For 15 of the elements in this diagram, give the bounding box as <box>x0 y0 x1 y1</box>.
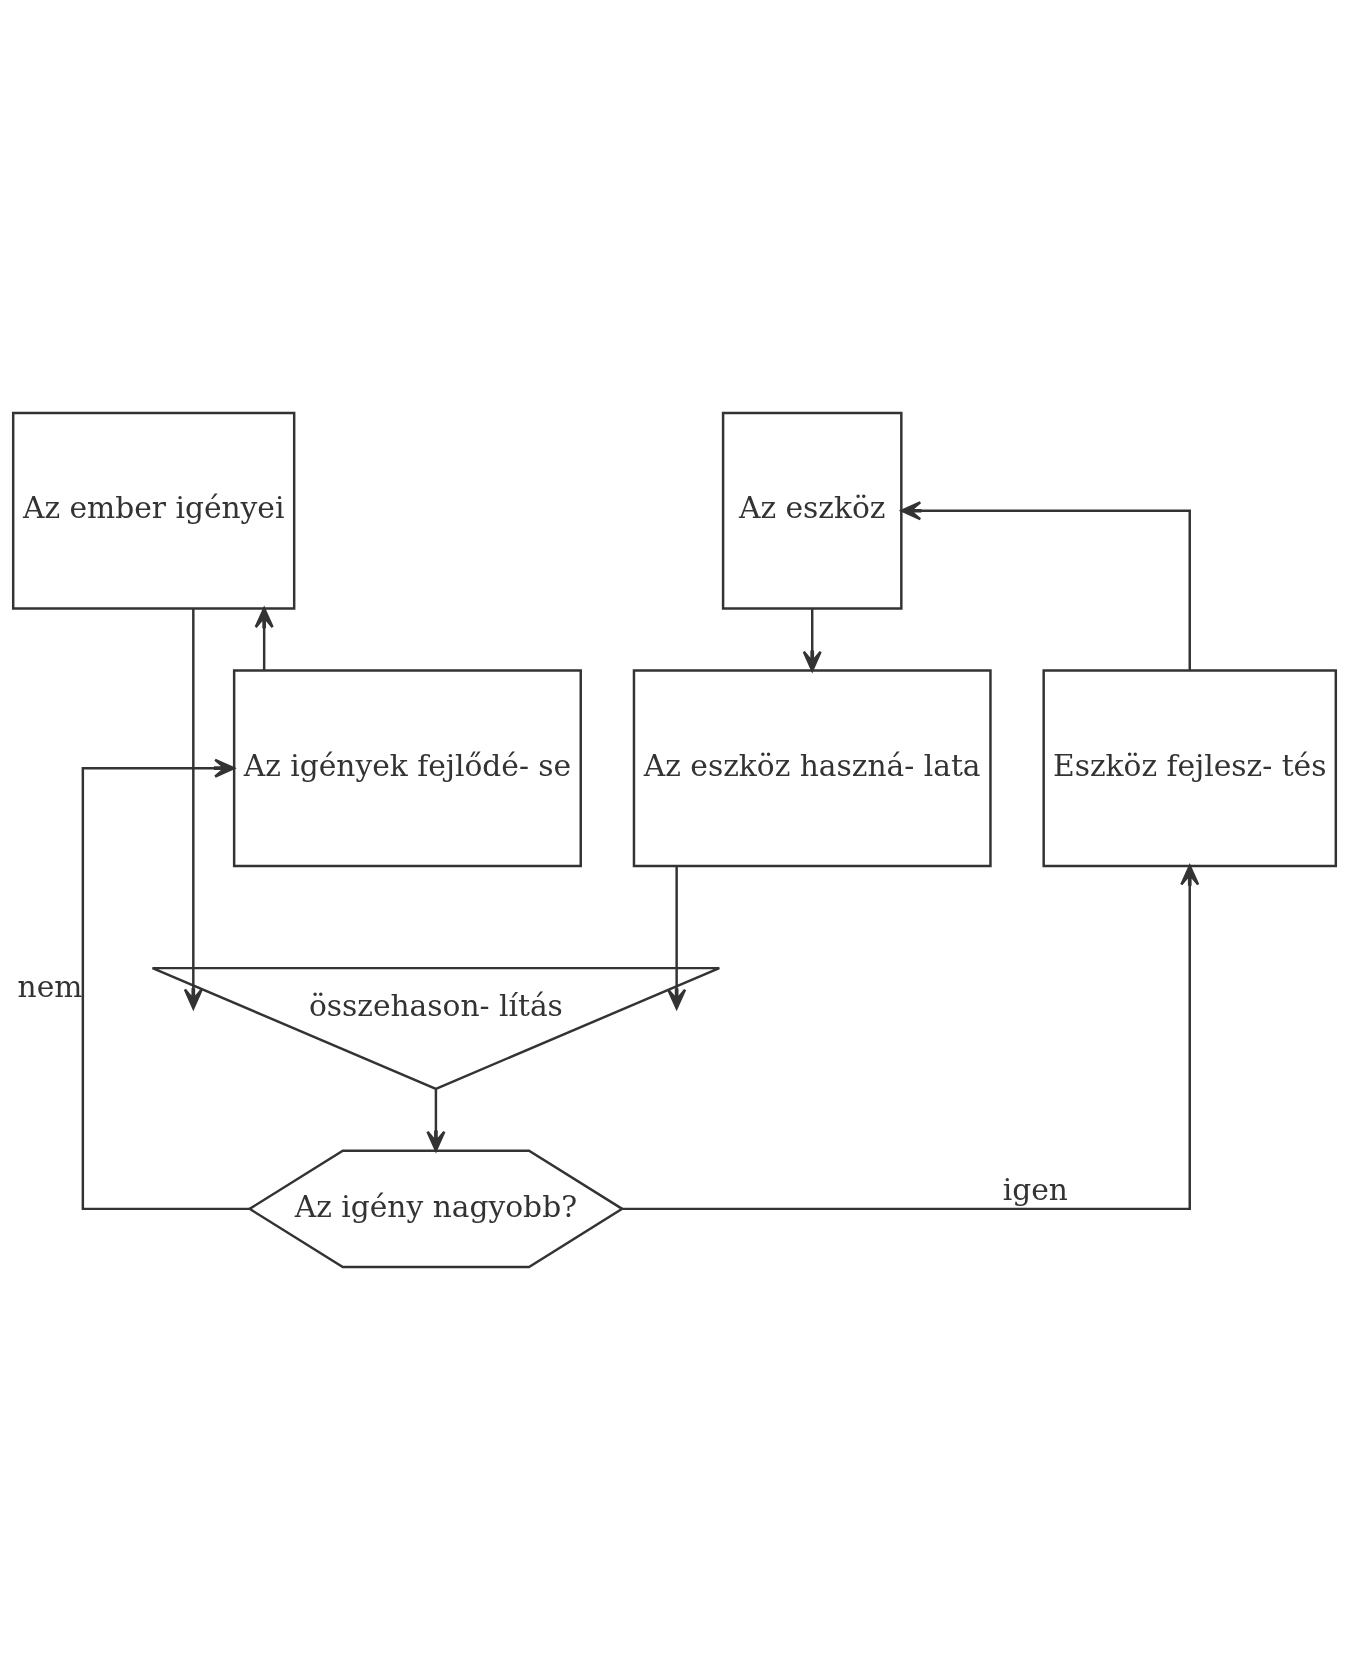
node-box: Az eszköz haszná- lata <box>632 668 992 867</box>
arrow <box>426 1088 446 1152</box>
arrow <box>622 864 1200 1210</box>
arrow <box>900 500 1191 670</box>
arrow <box>254 606 274 670</box>
edge-label: nem <box>17 968 83 1004</box>
node-box: Az ember igényei <box>11 411 296 610</box>
edge-label: igen <box>1002 1171 1068 1207</box>
node-box: Eszköz fejlesz- tés <box>1042 668 1338 867</box>
node-box: Az igények fejlődé- se <box>232 668 582 867</box>
node-box: Az eszköz <box>721 411 903 610</box>
arrow <box>802 608 822 672</box>
arrow <box>183 608 203 1009</box>
arrow <box>667 865 687 1010</box>
arrow <box>81 758 250 1210</box>
